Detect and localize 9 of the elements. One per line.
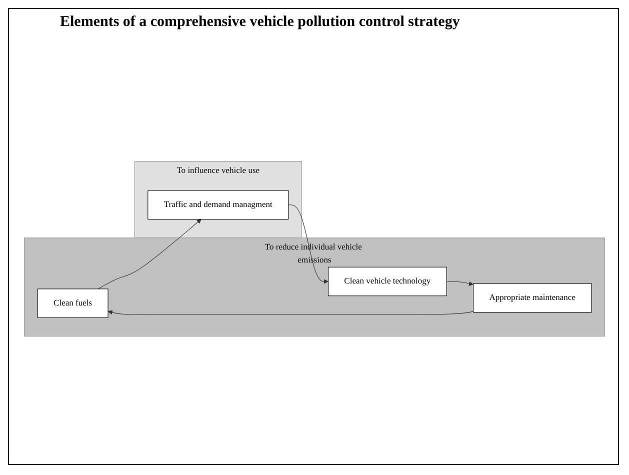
diagram-title: Elements of a comprehensive vehicle pollution control strategy (60, 14, 460, 31)
node-box: Appropriate maintenance (472, 284, 592, 313)
node-box: Clean fuels (37, 288, 108, 318)
arrow (108, 310, 474, 315)
arrow (288, 204, 328, 284)
arrow (446, 281, 474, 286)
node-box: Clean vehicle technology (328, 267, 447, 296)
arrow (98, 219, 202, 290)
node-box: Traffic and demand managment (148, 190, 289, 220)
